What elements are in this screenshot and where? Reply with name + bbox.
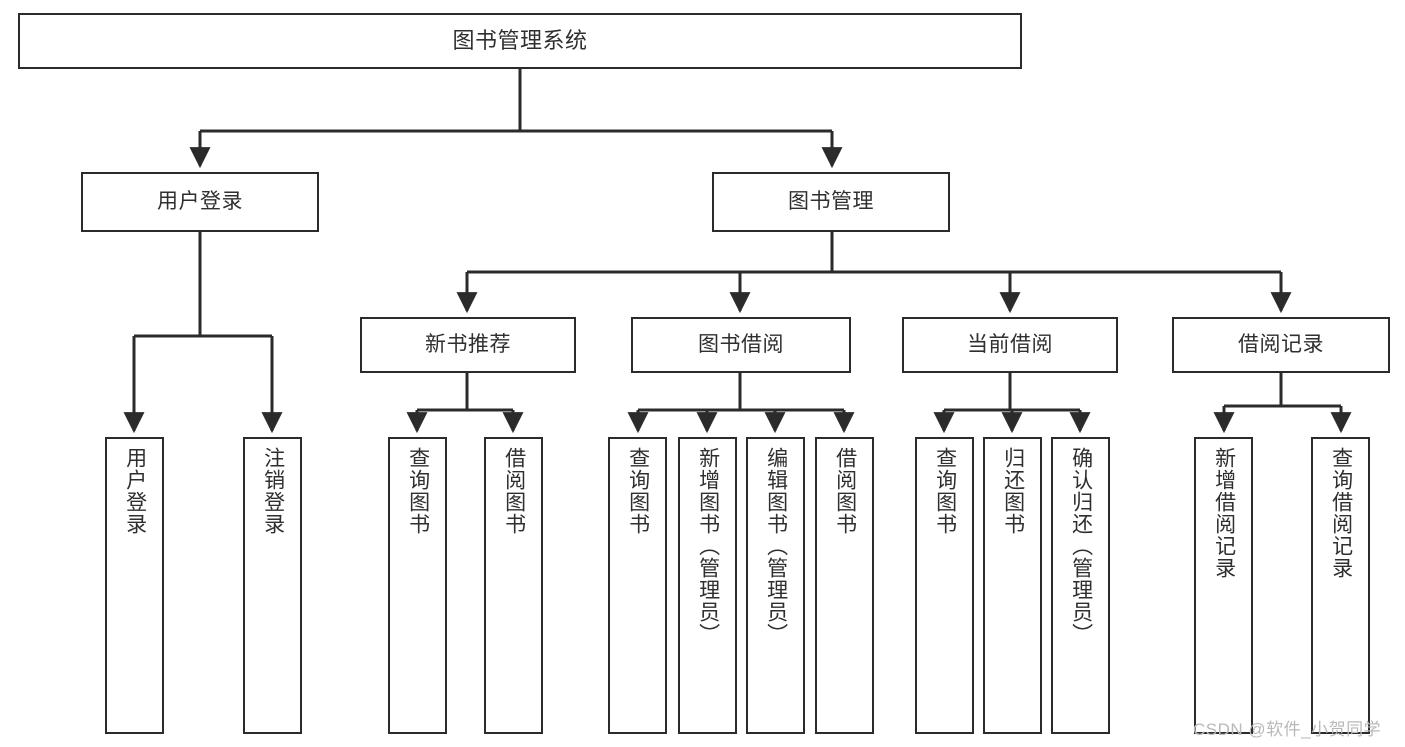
leaf-borrow-add-book-label: 新增图书（管理员）: [696, 447, 720, 645]
leaf-record-add-label: 新增借阅记录: [1212, 447, 1236, 579]
leaf-recommend-borrow-book[interactable]: 借阅图书: [484, 437, 543, 734]
leaf-current-return-book-label: 归还图书: [1001, 447, 1025, 535]
leaf-user-login-label: 用户登录: [123, 447, 147, 535]
leaf-record-add[interactable]: 新增借阅记录: [1194, 437, 1253, 734]
leaf-borrow-query-book-label: 查询图书: [626, 447, 650, 535]
node-book-borrow-label: 图书借阅: [698, 332, 784, 356]
leaf-borrow-add-book[interactable]: 新增图书（管理员）: [678, 437, 737, 734]
leaf-current-confirm-return-label: 确认归还（管理员）: [1069, 447, 1093, 645]
leaf-user-login[interactable]: 用户登录: [105, 437, 164, 734]
node-user-login-label: 用户登录: [157, 189, 243, 213]
node-book-borrow[interactable]: 图书借阅: [631, 317, 851, 373]
leaf-recommend-borrow-book-label: 借阅图书: [502, 447, 526, 535]
leaf-recommend-query-book-label: 查询图书: [406, 447, 430, 535]
leaf-logout-login[interactable]: 注销登录: [243, 437, 302, 734]
leaf-current-confirm-return[interactable]: 确认归还（管理员）: [1051, 437, 1110, 734]
node-book-management[interactable]: 图书管理: [712, 172, 950, 232]
watermark: CSDN @软件_小贺同学: [1193, 720, 1382, 739]
node-root[interactable]: 图书管理系统: [18, 13, 1022, 69]
leaf-current-return-book[interactable]: 归还图书: [983, 437, 1042, 734]
node-borrow-record[interactable]: 借阅记录: [1172, 317, 1390, 373]
leaf-borrow-edit-book-label: 编辑图书（管理员）: [764, 447, 788, 645]
node-book-management-label: 图书管理: [788, 189, 874, 213]
leaf-borrow-edit-book[interactable]: 编辑图书（管理员）: [746, 437, 805, 734]
leaf-recommend-query-book[interactable]: 查询图书: [388, 437, 447, 734]
node-root-label: 图书管理系统: [452, 28, 588, 54]
leaf-record-query[interactable]: 查询借阅记录: [1311, 437, 1370, 734]
leaf-current-query-book[interactable]: 查询图书: [915, 437, 974, 734]
leaf-logout-login-label: 注销登录: [261, 447, 285, 535]
node-current-borrow[interactable]: 当前借阅: [902, 317, 1118, 373]
leaf-record-query-label: 查询借阅记录: [1329, 447, 1353, 579]
leaf-borrow-query-book[interactable]: 查询图书: [608, 437, 667, 734]
node-new-book-recommend[interactable]: 新书推荐: [360, 317, 576, 373]
leaf-borrow-borrow-book-label: 借阅图书: [833, 447, 857, 535]
leaf-current-query-book-label: 查询图书: [933, 447, 957, 535]
node-current-borrow-label: 当前借阅: [967, 332, 1053, 356]
node-borrow-record-label: 借阅记录: [1238, 332, 1324, 356]
node-new-book-recommend-label: 新书推荐: [425, 332, 511, 356]
node-user-login[interactable]: 用户登录: [81, 172, 319, 232]
leaf-borrow-borrow-book[interactable]: 借阅图书: [815, 437, 874, 734]
